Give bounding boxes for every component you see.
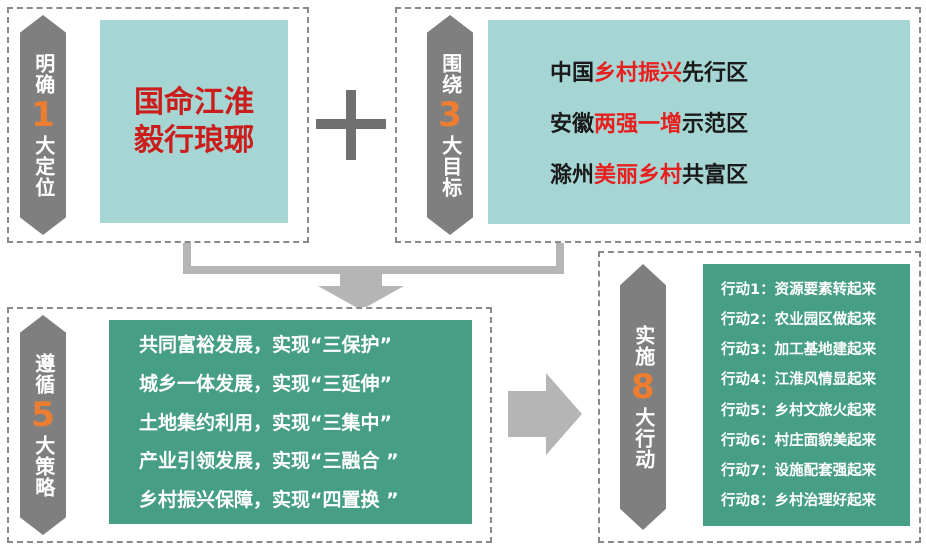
action-item-3: 行动3：加工基地建起来: [721, 342, 877, 359]
strategy-item-2: 城乡一体发展，实现“三延伸”: [139, 372, 392, 395]
goals-label-bottom: 大目标: [438, 134, 463, 198]
positioning-pill: 明确 1 大定位: [20, 15, 66, 235]
positioning-label-bottom: 大定位: [31, 134, 56, 198]
goal-item-2-pre: 安徽: [550, 111, 595, 137]
actions-number: 8: [631, 366, 655, 407]
action-item-8: 行动8：乡村治理好起来: [721, 492, 877, 509]
strategies-label-bottom: 大策略: [31, 434, 56, 498]
positioning-number: 1: [31, 94, 55, 135]
strategy-item-4: 产业引领发展，实现“三融合 ”: [139, 450, 399, 473]
down-arrow-shape: [318, 270, 404, 310]
actions-label-top: 实施: [631, 324, 656, 367]
strategies-label-top: 遵循: [31, 352, 56, 395]
mission-line-2: 毅行琅琊: [134, 122, 254, 158]
connector-right-bar: [556, 243, 564, 273]
goals-panel: 中国乡村振兴先行区 安徽两强一增示范区 滁州美丽乡村共富区: [488, 20, 910, 224]
mission-panel: 国命江淮 毅行琅琊: [100, 20, 288, 223]
strategies-pill: 遵循 5 大策略: [20, 315, 66, 535]
strategy-item-1: 共同富裕发展，实现“三保护”: [139, 334, 392, 356]
goal-item-3-pre: 滁州: [550, 162, 595, 188]
goal-item-1-pre: 中国: [550, 61, 595, 87]
goals-pill: 围绕 3 大目标: [427, 15, 473, 235]
plus-icon: [316, 90, 386, 160]
down-arrow-icon: [318, 270, 404, 310]
actions-label-bottom: 大行动: [631, 406, 656, 470]
action-item-5: 行动5：乡村文旅火起来: [721, 402, 877, 419]
goal-item-2-highlight: 两强一增: [594, 111, 683, 137]
goal-item-1-post: 先行区: [682, 61, 749, 87]
right-arrow-icon: [508, 373, 582, 455]
goal-item-3-highlight: 美丽乡村: [594, 162, 683, 188]
actions-panel: 行动1：资源要素转起来 行动2：农业园区做起来 行动3：加工基地建起来 行动4：…: [703, 264, 910, 526]
action-item-2: 行动2：农业园区做起来: [721, 312, 877, 329]
goal-item-2-post: 示范区: [682, 111, 749, 137]
strategy-item-3: 土地集约利用，实现“三集中”: [139, 411, 392, 434]
goal-item-1-highlight: 乡村振兴: [594, 61, 683, 87]
goal-item-3-post: 共富区: [682, 162, 749, 188]
action-item-6: 行动6：村庄面貌美起来: [721, 432, 877, 449]
goal-item-2: 安徽两强一增示范区: [550, 106, 910, 138]
positioning-label-top: 明确: [31, 52, 56, 95]
action-item-4: 行动4：江淮风情显起来: [721, 372, 877, 389]
action-item-1: 行动1：资源要素转起来: [721, 282, 877, 298]
strategies-number: 5: [31, 394, 55, 435]
actions-pill: 实施 8 大行动: [620, 264, 666, 530]
strategies-panel: 共同富裕发展，实现“三保护” 城乡一体发展，实现“三延伸” 土地集约利用，实现“…: [109, 320, 472, 524]
goals-number: 3: [438, 94, 462, 135]
connector-left-bar: [183, 243, 191, 273]
right-arrow-shape: [508, 373, 582, 455]
mission-line-1: 国命江淮: [134, 85, 254, 120]
action-item-7: 行动7：设施配套强起来: [721, 462, 877, 479]
goal-item-3: 滁州美丽乡村共富区: [550, 157, 910, 189]
strategy-item-5: 乡村振兴保障，实现“四置换 ”: [139, 489, 399, 511]
plus-icon-vertical: [346, 90, 356, 160]
goal-item-1: 中国乡村振兴先行区: [550, 55, 910, 87]
goals-label-top: 围绕: [438, 52, 463, 95]
